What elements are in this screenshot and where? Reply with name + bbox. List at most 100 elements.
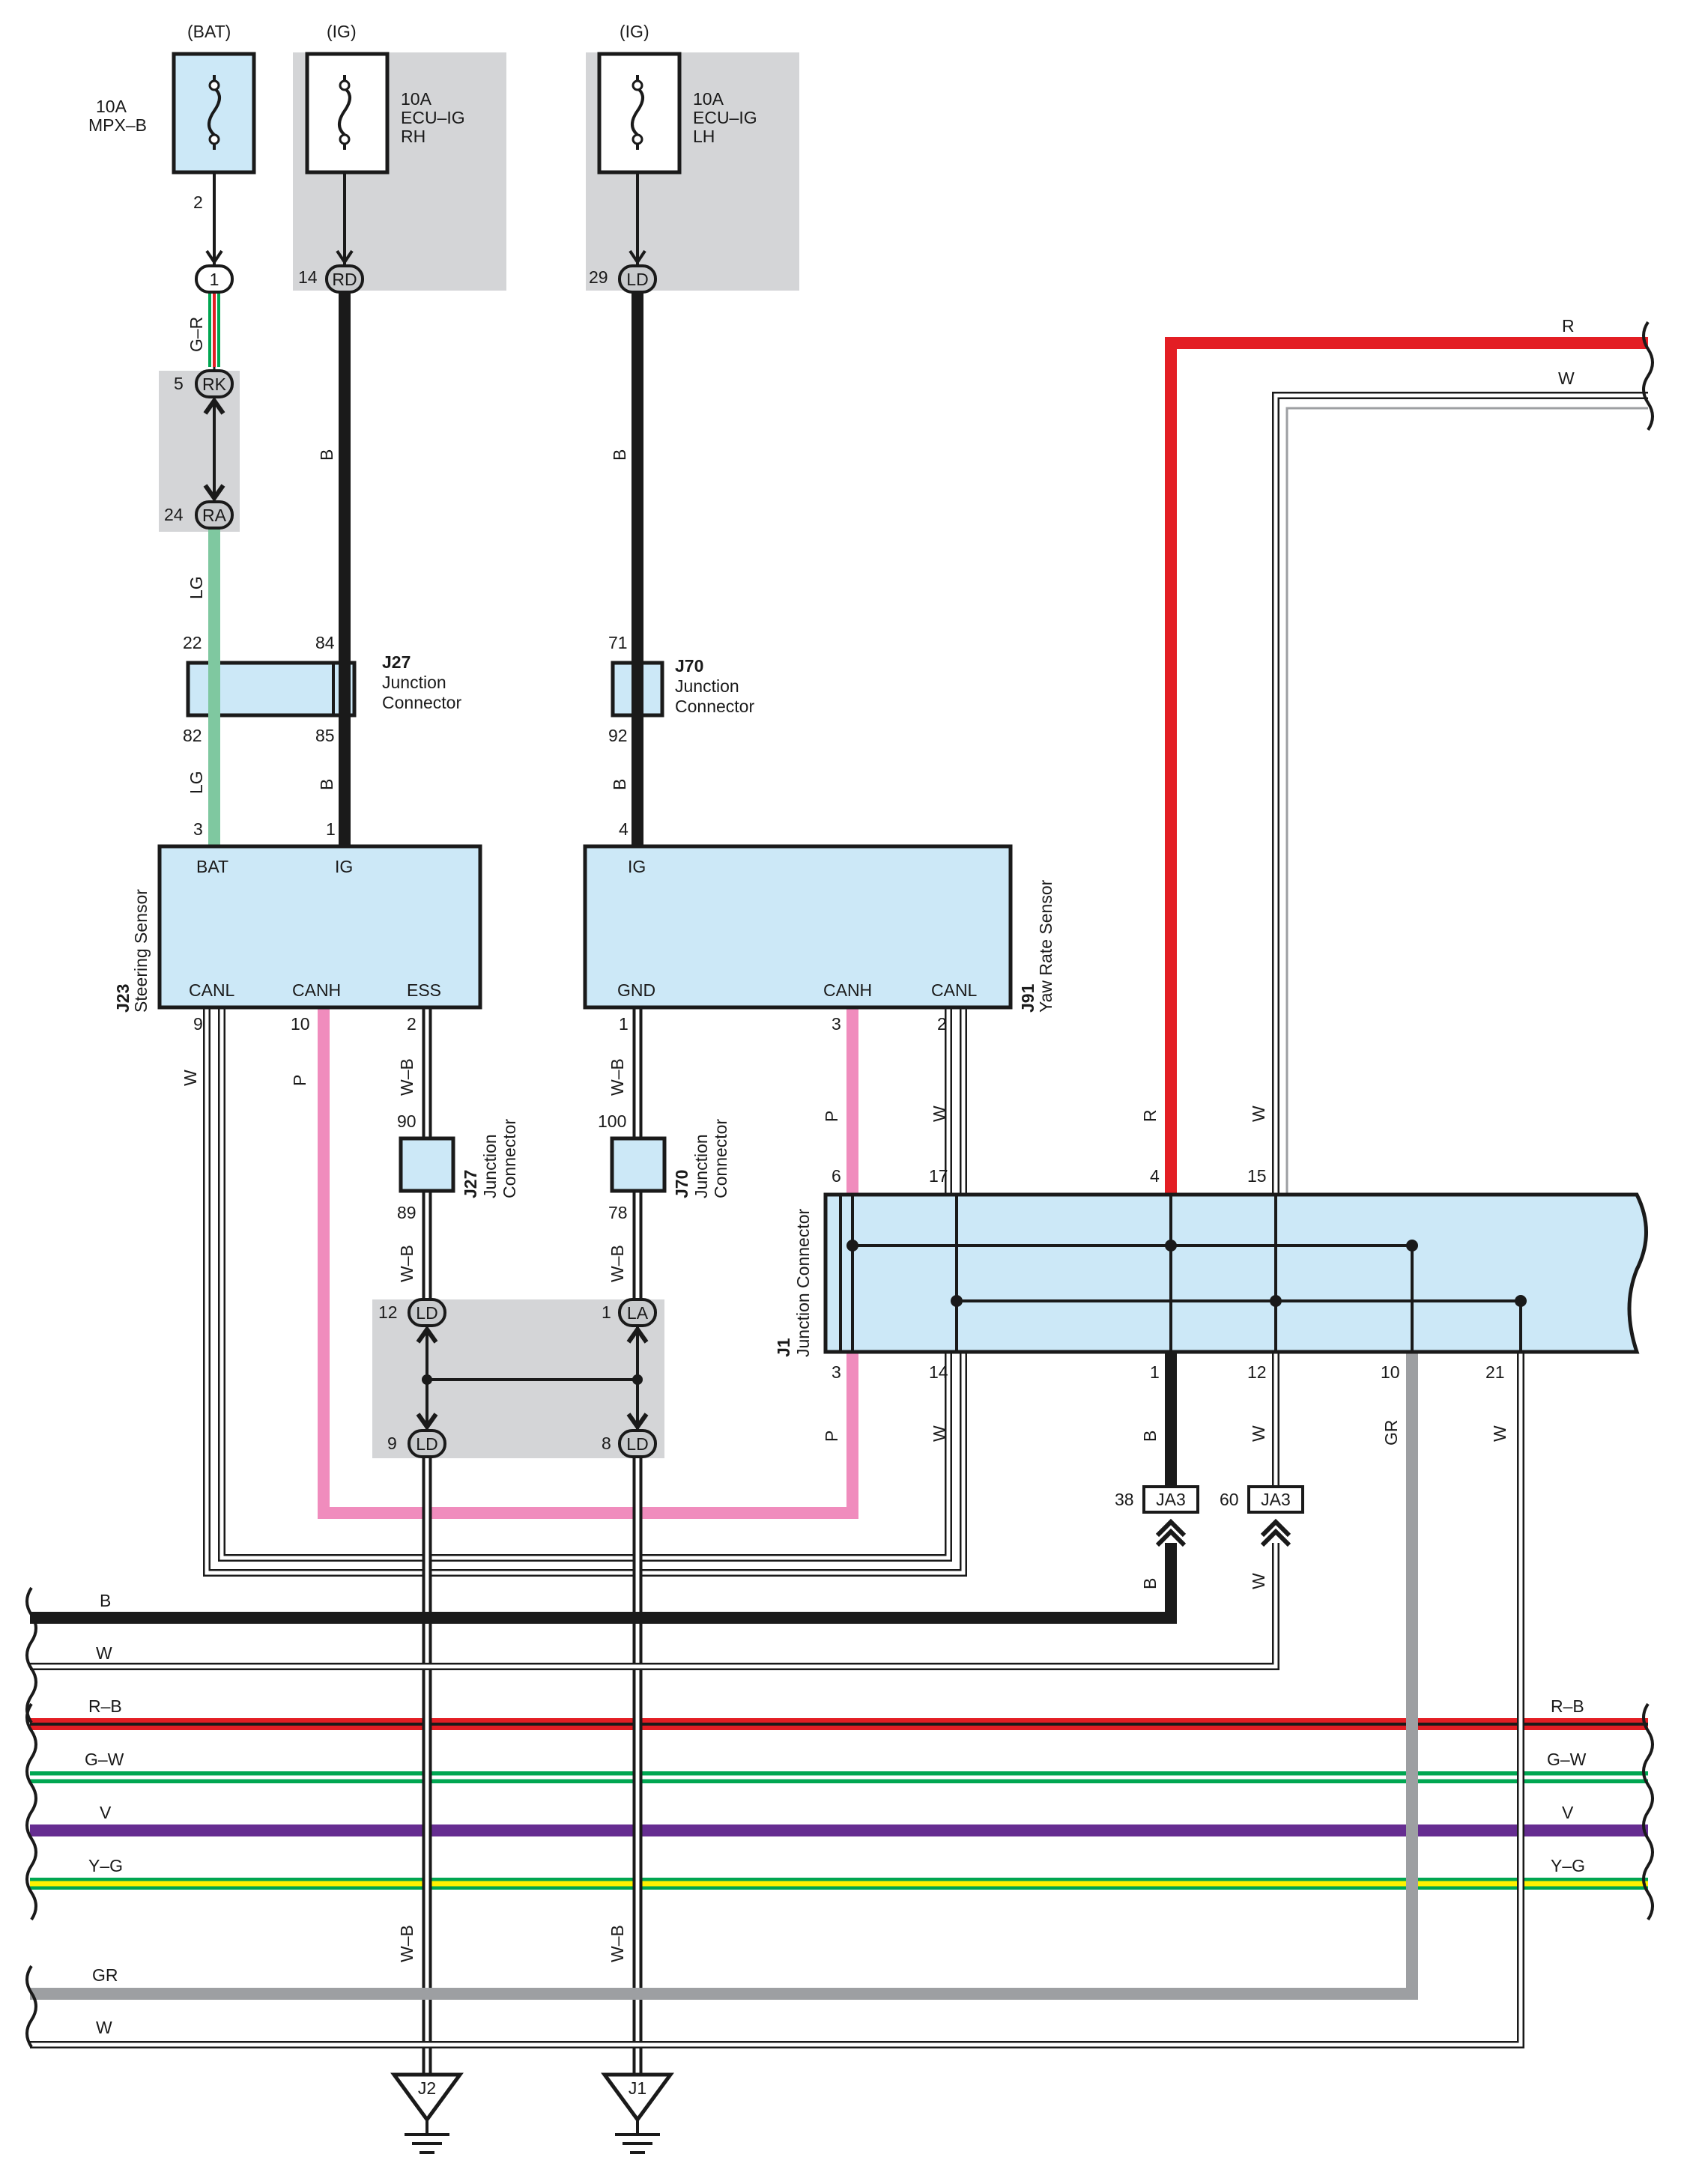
j23-code: J23 — [113, 984, 133, 1013]
j91-terminal-canh: CANH — [823, 980, 872, 1000]
connector-ja3-38 — [1142, 1485, 1199, 1514]
connector-ld-top — [618, 264, 657, 294]
pin-j23-ig: 1 — [326, 819, 336, 839]
fuse1-pin: 2 — [193, 192, 203, 212]
j91-name: Yaw Rate Sensor — [1036, 879, 1055, 1013]
pin-ld8: 8 — [602, 1434, 611, 1453]
j27-code: J27 — [382, 652, 411, 672]
break-marks-left — [25, 1586, 37, 2048]
ground-j1 — [601, 2072, 674, 2154]
j23-terminal-canh: CANH — [292, 980, 341, 1000]
pin-ja3-38: 38 — [1115, 1490, 1134, 1509]
pin-j91-gnd: 1 — [619, 1014, 629, 1034]
wire-gr-bus — [30, 1352, 1418, 2000]
wire-label-b-4: B — [610, 779, 629, 790]
j23-terminal-ess: ESS — [407, 980, 441, 1000]
pill-ld12-label: LD — [416, 1303, 437, 1323]
wire-label-g-r: G–R — [187, 317, 206, 352]
ground-j2 — [390, 2072, 464, 2154]
pin-j1-top-4: 4 — [1150, 1166, 1160, 1186]
pill-ld9-label: LD — [416, 1434, 437, 1454]
pin-j27b-bot: 89 — [397, 1203, 417, 1222]
j1-code: J1 — [774, 1338, 793, 1357]
j27-name-1: Junction — [382, 673, 446, 692]
bus-label-gr: GR — [92, 1965, 118, 1985]
pin-rk: 5 — [174, 374, 184, 393]
connector-rd — [325, 264, 364, 294]
j70-code: J70 — [675, 656, 703, 676]
j23-terminal-canl: CANL — [189, 980, 235, 1000]
wire-label-b-ja3: B — [1140, 1578, 1160, 1589]
j91-yaw-rate-sensor — [583, 844, 1013, 1010]
pin-j23-canh: 10 — [291, 1014, 310, 1034]
wire-label-b-2: B — [317, 779, 336, 790]
fuse2-amps: 10A — [401, 89, 432, 109]
j27b-code: J27 — [461, 1170, 480, 1198]
pin-ld12: 12 — [378, 1302, 398, 1322]
wire-label-r-right: R — [1562, 316, 1575, 336]
pin-j1-bot-3: 3 — [832, 1362, 841, 1382]
pin-j91-canl: 2 — [937, 1014, 947, 1034]
wire-label-wb-ess-2: W–B — [397, 1245, 417, 1282]
wire-label-p-j1b: P — [822, 1431, 841, 1442]
pin-j27-top-r: 84 — [315, 633, 335, 652]
wire-w-top — [1272, 392, 1648, 1195]
wire-label-w-j1b-2: W — [1249, 1425, 1268, 1442]
wire-label-wb-gnd: W–B — [608, 1058, 627, 1096]
fuse3-side: LH — [693, 127, 715, 146]
wire-label-b-1: B — [317, 449, 336, 461]
bus-label-r-b-right: R–B — [1551, 1696, 1584, 1716]
wire-label-w-j1b: W — [930, 1425, 949, 1442]
wire-label-wb-gnd-2: W–B — [608, 1245, 627, 1282]
j23-steering-sensor — [157, 844, 482, 1010]
ground-j2-label: J2 — [418, 2078, 436, 2098]
pill-1-label: 1 — [210, 270, 219, 289]
pill-ra-label: RA — [202, 506, 227, 525]
j70b-name-1: Junction — [691, 1134, 711, 1198]
pin-j1-top-6: 6 — [832, 1166, 841, 1186]
bus-label-v: V — [100, 1803, 112, 1822]
wire-label-wb-ess: W–B — [397, 1058, 417, 1096]
j70-name-1: Junction — [675, 676, 739, 696]
wire-b-bus — [30, 1543, 1177, 1624]
pill-la-label: LA — [627, 1303, 649, 1323]
pin-j23-bat: 3 — [193, 819, 203, 839]
wire-label-w-j1b-3: W — [1490, 1425, 1509, 1442]
j70b-name-2: Connector — [711, 1119, 730, 1198]
fuse1-name: MPX–B — [88, 115, 147, 135]
bus-label-r-b: R–B — [88, 1696, 122, 1716]
j70-name-2: Connector — [675, 697, 754, 716]
j70b-junction-connector — [610, 1136, 667, 1193]
wire-label-wb-j2: W–B — [397, 1925, 417, 1962]
j27b-name-2: Connector — [500, 1119, 519, 1198]
wire-label-p-j91: P — [822, 1111, 841, 1122]
pin-j1-bot-14: 14 — [929, 1362, 948, 1382]
wire-label-b-3: B — [610, 449, 629, 461]
wire-w-bus2 — [30, 1352, 1524, 2048]
fuse-mpx-b — [172, 52, 256, 175]
j27-name-2: Connector — [382, 693, 461, 712]
wire-label-b-j1b: B — [1140, 1431, 1160, 1442]
j91-terminal-ig: IG — [628, 857, 646, 876]
pin-j91-canh: 3 — [832, 1014, 841, 1034]
pin-ja3-60: 60 — [1220, 1490, 1239, 1509]
wire-label-w-ja3: W — [1249, 1573, 1268, 1589]
wire-label-lg-2: LG — [187, 771, 206, 794]
wire-label-w-right: W — [1558, 368, 1575, 388]
pin-j70-bot: 92 — [608, 726, 628, 745]
ground-j1-label: J1 — [629, 2078, 646, 2098]
j27b-junction-connector — [399, 1136, 455, 1193]
bus-label-w-2: W — [96, 2018, 112, 2037]
fuse1-amps: 10A — [96, 97, 127, 116]
fuse2-supply: (IG) — [327, 22, 357, 41]
pin-j23-ess: 2 — [407, 1014, 417, 1034]
pin-j70b-top: 100 — [598, 1111, 626, 1131]
fuse3-pin: 29 — [589, 267, 608, 287]
pin-ld9: 9 — [387, 1434, 397, 1453]
pin-j1-top-17: 17 — [929, 1166, 948, 1186]
j23-name: Steering Sensor — [131, 889, 151, 1013]
pin-j27b-top: 90 — [397, 1111, 417, 1131]
pin-j27-bot-l: 82 — [183, 726, 202, 745]
pin-j70-top: 71 — [608, 633, 628, 652]
